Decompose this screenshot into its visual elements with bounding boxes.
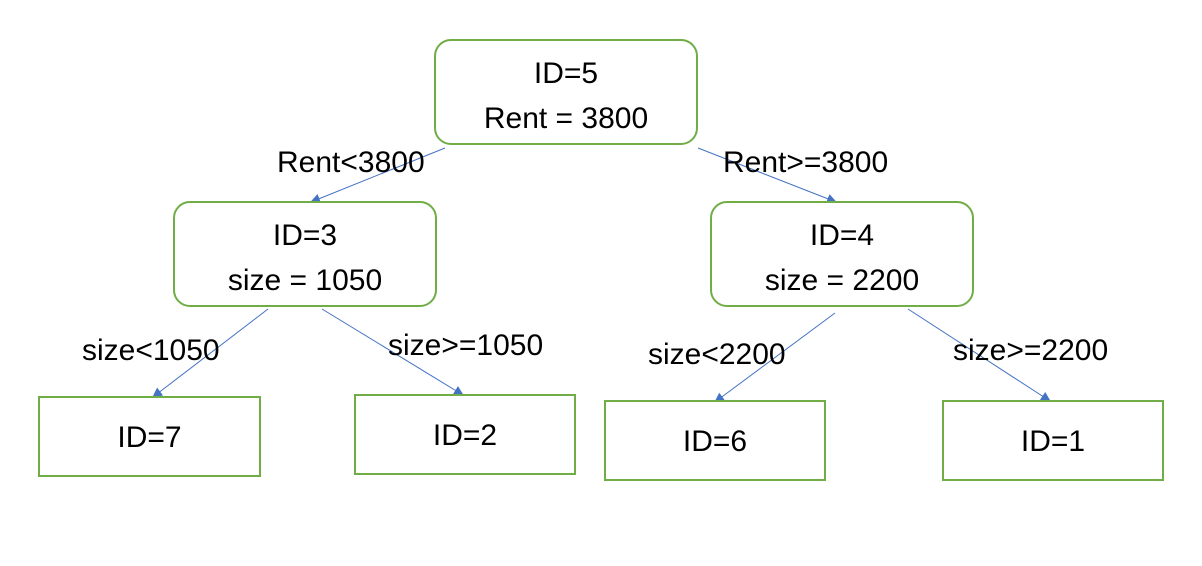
node-2-id: ID=2 <box>433 419 497 452</box>
node-5-condition: Rent = 3800 <box>484 102 648 135</box>
edge-label-size-lt-1050: size<1050 <box>82 334 220 367</box>
node-4-condition: size = 2200 <box>765 264 919 297</box>
node-1-id: ID=1 <box>1021 425 1085 458</box>
node-4: ID=4 size = 2200 <box>710 201 974 307</box>
edge-label-size-lt-2200: size<2200 <box>648 338 786 371</box>
edge-5-to-4 <box>697 147 837 204</box>
edge-3-to-2 <box>321 308 464 396</box>
node-4-id: ID=4 <box>810 219 874 252</box>
node-5: ID=5 Rent = 3800 <box>434 39 698 145</box>
node-7-id: ID=7 <box>117 421 181 454</box>
node-3: ID=3 size = 1050 <box>173 201 437 307</box>
node-5-id: ID=5 <box>534 57 598 90</box>
node-6: ID=6 <box>604 400 826 481</box>
node-2: ID=2 <box>354 394 576 475</box>
edge-label-rent-lt: Rent<3800 <box>277 146 425 179</box>
edge-4-to-1 <box>907 308 1051 402</box>
edge-label-size-ge-2200: size>=2200 <box>953 334 1108 367</box>
edge-label-rent-ge: Rent>=3800 <box>723 146 888 179</box>
edge-5-to-3 <box>310 147 446 204</box>
edge-label-size-ge-1050: size>=1050 <box>388 329 543 362</box>
edge-4-to-6 <box>714 312 836 403</box>
edge-3-to-7 <box>152 308 269 398</box>
node-3-id: ID=3 <box>273 219 337 252</box>
node-3-condition: size = 1050 <box>228 264 382 297</box>
node-1: ID=1 <box>942 400 1164 481</box>
node-7: ID=7 <box>38 396 261 477</box>
node-6-id: ID=6 <box>683 425 747 458</box>
